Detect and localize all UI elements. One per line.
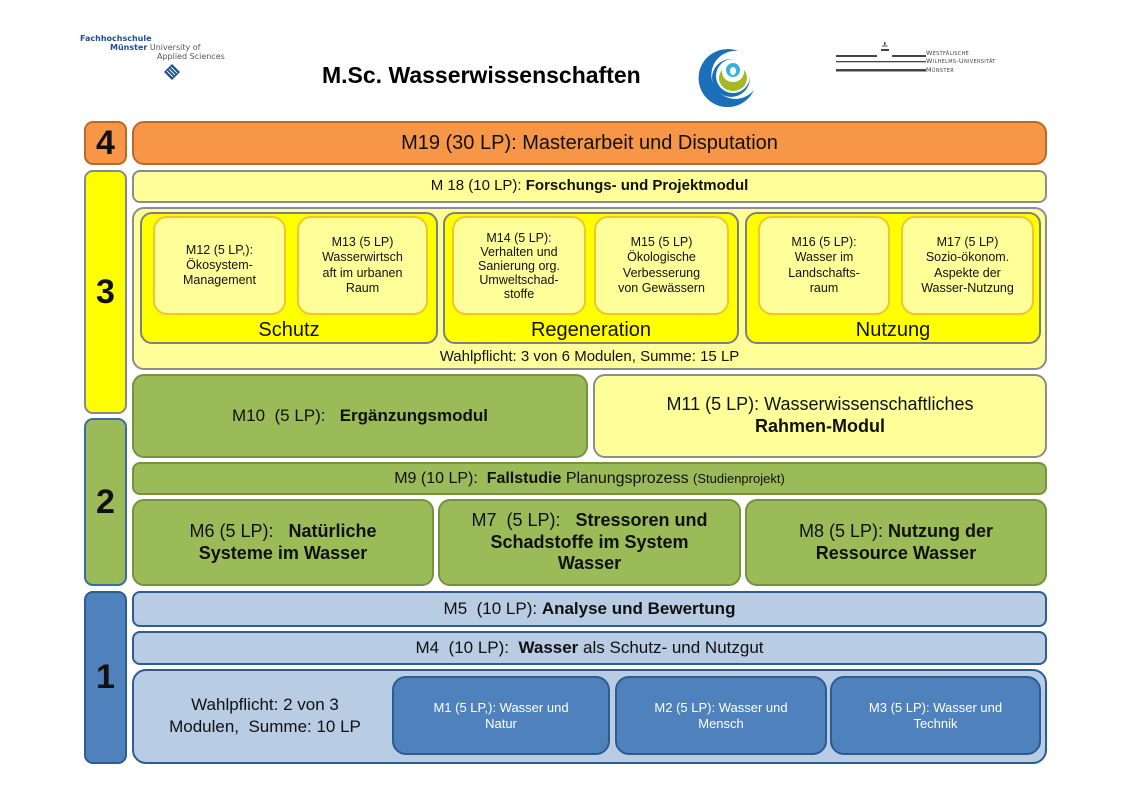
fh-logo-line3: Applied Sciences (157, 52, 225, 61)
module-m4: M4 (10 LP): Wasser als Schutz- und Nutzg… (132, 631, 1047, 665)
fh-muenster-logo: Fachhochschule Münster University of App… (80, 34, 250, 104)
module-m10: M10 (5 LP): Ergänzungsmodul (132, 374, 588, 458)
page-title: M.Sc. Wasserwissenschaften (322, 62, 641, 88)
module-m9: M9 (10 LP): Fallstudie Planungsprozess (… (132, 462, 1047, 495)
module-m18: M 18 (10 LP): Forschungs- und Projektmod… (132, 170, 1047, 203)
group-label-schutz: Schutz (258, 319, 320, 341)
fh-logo-line1: Fachhochschule (80, 34, 152, 43)
fh-logo-line2: Münster University of (110, 43, 201, 52)
wwu-logo-text: Westfälische Wilhelms-Universität Münste… (926, 49, 996, 74)
group-label-regeneration: Regeneration (530, 319, 652, 341)
semester-4-label: 4 (84, 121, 127, 165)
group-label-nutzung: Nutzung (855, 319, 931, 341)
semester-1-label: 1 (84, 591, 127, 764)
wwu-emblem-icon (836, 42, 926, 72)
semester-3-label: 3 (84, 170, 127, 414)
fh-emblem-icon (164, 64, 180, 80)
wwu-muenster-logo: Westfälische Wilhelms-Universität Münste… (836, 40, 1071, 80)
module-m12: M12 (5 LP,):Ökosystem-Management (153, 216, 286, 315)
module-m5: M5 (10 LP): Analyse und Bewertung (132, 591, 1047, 627)
water-drop-logo-icon (698, 49, 754, 108)
module-m19: M19 (30 LP): Masterarbeit und Disputatio… (132, 121, 1047, 165)
semester-3-elective-label: Wahlpflicht: 3 von 6 Modulen, Summe: 15 … (439, 348, 740, 365)
semester-2-label: 2 (84, 418, 127, 586)
